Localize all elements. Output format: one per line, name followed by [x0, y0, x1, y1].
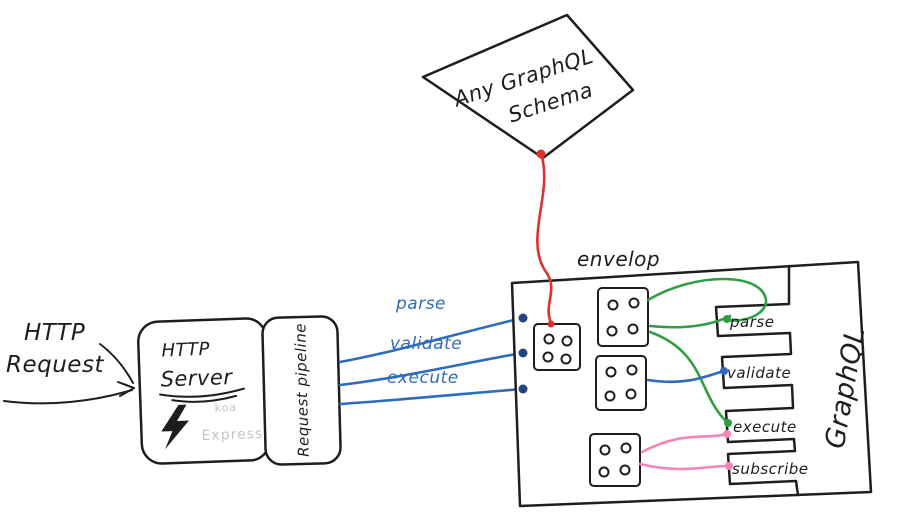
plugin-chip-d: [589, 433, 641, 487]
chip-dot: [604, 390, 616, 402]
chip-dot: [542, 351, 554, 363]
plugin-chip-c: [595, 355, 647, 411]
chip-dot: [605, 366, 617, 378]
http-request-label: HTTP Request: [6, 320, 104, 378]
wire-parse: [338, 316, 524, 364]
schema-note: Any GraphQL Schema: [421, 13, 635, 160]
schema-wire-dot: [547, 320, 555, 328]
wire-endpoint-dot: [723, 430, 731, 438]
request-pipeline-box: Request pipeline: [261, 315, 342, 466]
wire-green-parse: [646, 277, 768, 322]
chip-dot: [620, 442, 632, 454]
wire-endpoint-dot: [723, 315, 731, 323]
wire-endpoint-dot: [518, 348, 528, 358]
plugin-slots-comb: [714, 264, 800, 497]
wire-pink-execute: [640, 432, 728, 454]
chip-dot: [607, 299, 619, 311]
chip-dot: [599, 444, 611, 456]
chip-dot: [619, 464, 631, 476]
http-request-line1: HTTP: [24, 320, 85, 346]
wire-execute-label: execute: [387, 368, 459, 388]
chip-outline: [595, 355, 647, 411]
chip-outline: [533, 323, 581, 371]
envelop-title: envelop: [577, 247, 660, 271]
chip-dot: [626, 364, 638, 376]
schema-note-outline: [421, 13, 635, 160]
chip-dot: [543, 333, 555, 345]
wire-parse-label: parse: [395, 294, 446, 314]
chip-dot: [628, 297, 640, 309]
wire-endpoint-dot: [724, 419, 732, 427]
plugin-chip-b: [597, 287, 649, 347]
envelop-box: envelop: [510, 247, 873, 508]
schema-wire-dot: [536, 149, 546, 159]
chip-dot: [561, 335, 573, 347]
wire-red-schema: [536, 155, 553, 325]
wire-endpoint-dot: [720, 367, 728, 375]
wire-execute: [338, 387, 524, 406]
wire-endpoint-dot: [518, 313, 528, 323]
chip-dot: [560, 353, 572, 365]
chip-dot: [598, 466, 610, 478]
wire-blue-validate: [646, 369, 726, 384]
wire-green-execute: [648, 330, 730, 425]
request-arrow-line: [3, 389, 133, 405]
slot-subscribe-label: subscribe: [732, 460, 809, 478]
server-underline: [159, 387, 245, 398]
wire-endpoint-dot: [518, 384, 528, 394]
chip-outline: [597, 287, 649, 347]
chip-dot: [606, 325, 618, 337]
chip-dot: [627, 323, 639, 335]
wire-validate-label: validate: [390, 334, 462, 354]
wire-endpoint-dot: [725, 462, 733, 470]
slot-execute-label: execute: [733, 418, 797, 436]
plugin-chip-a: [533, 323, 581, 371]
http-server-box: HTTP Server koa Express: [136, 317, 272, 465]
chip-dot: [625, 388, 637, 400]
lightning-icon: [161, 404, 190, 450]
koa-label: koa: [214, 401, 237, 415]
http-server-line1: HTTP: [161, 339, 210, 362]
chip-outline: [589, 433, 641, 487]
http-server-line2: Server: [160, 365, 234, 392]
wire-validate: [338, 351, 524, 387]
slot-validate-label: validate: [727, 364, 791, 382]
slot-parse-label: parse: [729, 313, 774, 331]
wire-pink-subscribe: [638, 462, 730, 471]
express-label: Express: [201, 426, 263, 444]
pipeline-label: Request pipeline: [291, 323, 312, 457]
http-request-line2: Request: [6, 352, 104, 378]
pipeline-outline: [261, 315, 342, 466]
request-arrow-swoosh: [99, 343, 134, 384]
request-arrowhead-icon: [117, 381, 135, 397]
server-underline-2: [171, 394, 238, 403]
